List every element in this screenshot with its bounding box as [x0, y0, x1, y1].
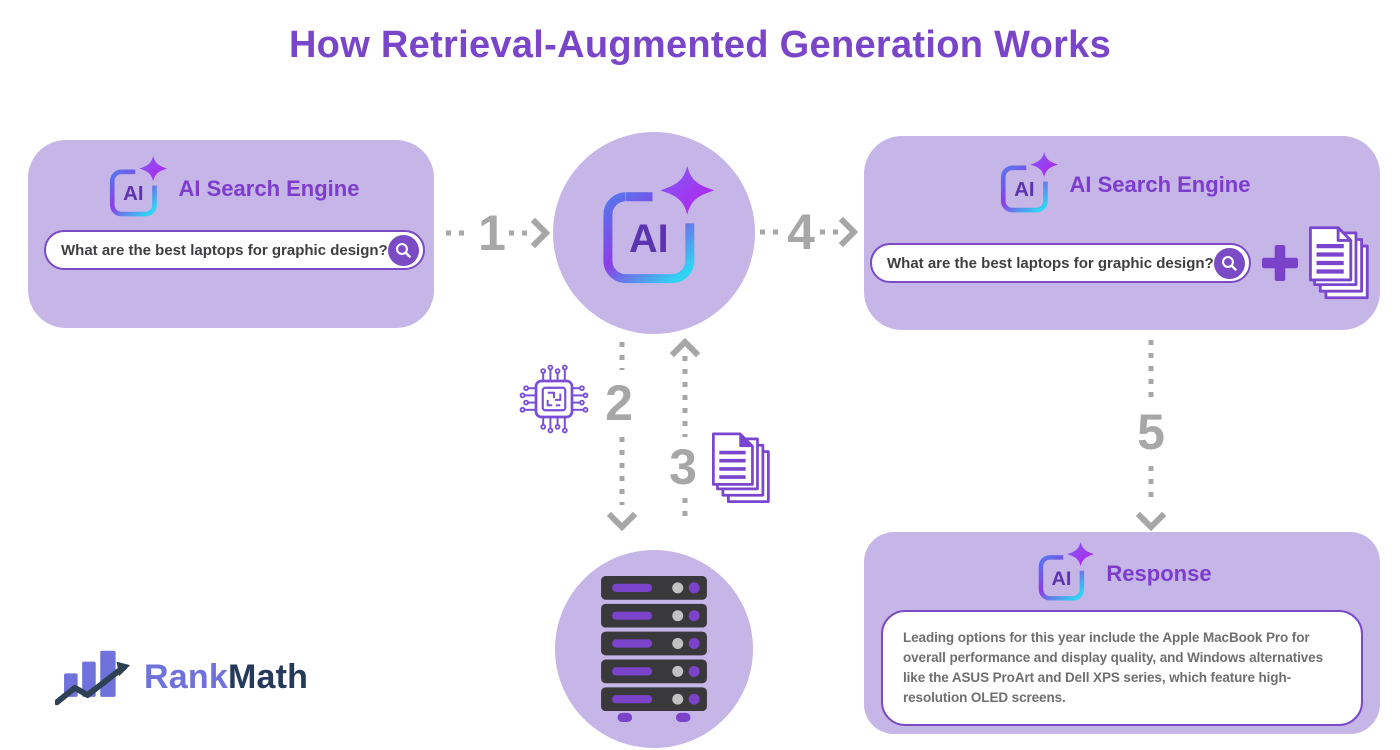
response-panel: AI Response Leading options for this yea…	[864, 532, 1380, 734]
search-query-text: What are the best laptops for graphic de…	[61, 241, 388, 259]
left-panel-title: AI Search Engine	[178, 176, 360, 201]
page-title: How Retrieval-Augmented Generation Works	[288, 24, 1112, 66]
sparkle-icon	[1029, 152, 1058, 178]
response-panel-header: AI Response	[864, 542, 1380, 606]
sparkle-icon	[138, 156, 167, 182]
ai-badge-icon: AI	[603, 166, 715, 284]
chip-icon	[518, 363, 590, 440]
arrowhead-right-4	[838, 216, 859, 248]
sparkle-icon	[1067, 542, 1095, 567]
left-search-row: What are the best laptops for graphic de…	[28, 230, 434, 270]
ai-badge-icon: AI	[109, 156, 167, 217]
arrowhead-up-3	[669, 337, 701, 358]
search-input[interactable]: What are the best laptops for graphic de…	[870, 243, 1251, 283]
step-number-5: 5	[1137, 404, 1165, 460]
svg-text:AI: AI	[1014, 178, 1034, 201]
svg-text:AI: AI	[123, 182, 143, 205]
step-number-1: 1	[478, 205, 506, 261]
step-number-4: 4	[787, 204, 815, 260]
response-panel-title: Response	[1106, 561, 1212, 586]
logo-text-math: Math	[227, 657, 309, 696]
ai-search-engine-panel-right: AI AI Search Engine What are the best la…	[864, 136, 1380, 330]
right-panel-title: AI Search Engine	[1069, 172, 1251, 197]
documents-icon	[712, 432, 772, 509]
sparkle-icon	[660, 166, 715, 215]
search-query-text: What are the best laptops for graphic de…	[887, 254, 1214, 272]
arrowhead-down-5	[1135, 511, 1167, 532]
arrowhead-right-1	[530, 217, 551, 249]
svg-text:AI: AI	[629, 217, 669, 261]
documents-icon	[1308, 226, 1371, 300]
knowledge-base-node	[555, 550, 753, 748]
ai-badge-icon: AI	[1039, 542, 1095, 601]
response-text: Leading options for this year include th…	[903, 629, 1323, 706]
right-search-row: What are the best laptops for graphic de…	[864, 226, 1380, 300]
search-icon	[1221, 255, 1237, 271]
ai-search-engine-panel-left: AI AI Search Engine What are the best la…	[28, 140, 434, 328]
search-icon	[395, 242, 411, 258]
left-panel-header: AI AI Search Engine	[28, 156, 434, 222]
step-number-2: 2	[605, 375, 633, 431]
response-card: Leading options for this year include th…	[881, 610, 1363, 726]
plus-icon	[1261, 245, 1298, 281]
search-button[interactable]	[1213, 247, 1245, 279]
arrowhead-down-2	[606, 511, 638, 532]
search-input[interactable]: What are the best laptops for graphic de…	[44, 230, 425, 270]
step-number-3: 3	[669, 439, 697, 495]
server-icon	[601, 576, 707, 722]
rankmath-chart-icon	[55, 650, 131, 706]
search-button[interactable]	[387, 234, 419, 266]
ai-model-node: AI	[553, 132, 755, 334]
logo-text-rank: Rank	[144, 657, 228, 696]
right-panel-header: AI AI Search Engine	[864, 152, 1380, 218]
ai-badge-icon: AI	[1000, 152, 1058, 213]
svg-text:AI: AI	[1052, 568, 1072, 590]
rankmath-logo: RankMath	[55, 646, 308, 708]
rankmath-wordmark: RankMath	[144, 658, 308, 697]
